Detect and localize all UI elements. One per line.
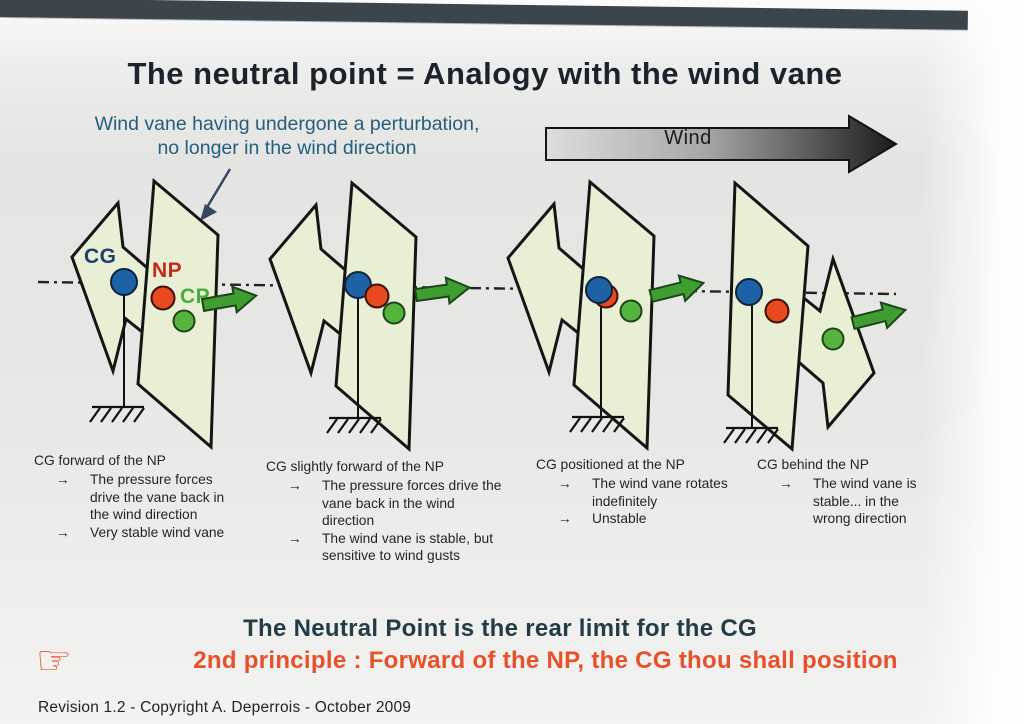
- panel-bullet: → The pressure forces drive the vane bac…: [34, 471, 262, 523]
- panel-caption-1: CG forward of the NP → The pressure forc…: [34, 452, 262, 541]
- np-label: NP: [152, 259, 183, 282]
- bullet-arrow: →: [558, 476, 572, 492]
- bullet-arrow: →: [558, 511, 572, 527]
- subtitle-line1: Wind vane having undergone a perturbatio…: [94, 113, 480, 135]
- wind-vane-diagrams: [37, 168, 910, 451]
- wind-arrow-label: Wind: [664, 127, 712, 149]
- pointing-hand-icon: ☞: [36, 638, 72, 684]
- panel-caption-3: CG positioned at the NP → The wind vane …: [536, 456, 751, 528]
- page-title: The neutral point = Analogy with the win…: [127, 56, 843, 91]
- bullet-text: The wind vane is stable, but sensitive t…: [322, 530, 494, 563]
- panel-bullet: → Very stable wind vane: [34, 524, 262, 541]
- pressure-force-arrow: [413, 273, 473, 309]
- panel-heading: CG positioned at the NP: [536, 457, 685, 472]
- bullet-text: Unstable: [592, 511, 647, 527]
- footer-credit: Revision 1.2 - Copyright A. Deperrois - …: [38, 699, 412, 716]
- wind-arrow-shape: [545, 114, 898, 174]
- cp-label: CP: [180, 285, 211, 308]
- cg-label: CG: [84, 245, 117, 268]
- bullet-text: The pressure forces drive the vane back …: [322, 478, 502, 529]
- slide-subtitle: Wind vane having undergone a perturbatio…: [82, 112, 492, 160]
- bullet-text: The pressure forces drive the vane back …: [90, 472, 225, 523]
- np-dot: [764, 298, 790, 324]
- ground-symbol: [325, 416, 383, 435]
- panel-bullet: → The wind vane is stable, but sensitive…: [266, 530, 518, 565]
- panel-heading: CG behind the NP: [757, 457, 869, 472]
- cg-dot: [344, 271, 372, 299]
- panel-caption-2: CG slightly forward of the NP → The pres…: [266, 458, 518, 564]
- cg-dot: [735, 278, 763, 306]
- panel-caption-4: CG behind the NP → The wind vane is stab…: [757, 456, 957, 528]
- bullet-arrow: →: [56, 524, 70, 540]
- bullet-text: The wind vane is stable... in the wrong …: [813, 476, 917, 527]
- panel-heading: CG slightly forward of the NP: [266, 459, 444, 474]
- cp-dot: [821, 327, 845, 351]
- bullet-text: The wind vane rotates indefinitely: [592, 476, 728, 509]
- bullet-arrow: →: [779, 476, 793, 492]
- bullet-arrow: →: [288, 478, 302, 494]
- conclusion-line: The Neutral Point is the rear limit for …: [243, 615, 757, 642]
- cg-dot: [110, 268, 138, 296]
- panel-heading: CG forward of the NP: [34, 453, 166, 468]
- np-dot: [364, 283, 390, 309]
- principle-line: ☞ 2nd principle : Forward of the NP, the…: [28, 641, 963, 681]
- np-dot: [150, 285, 176, 311]
- bullet-arrow: →: [56, 472, 70, 488]
- perturbation-pointer-arrow: [200, 168, 232, 221]
- cp-dot: [619, 299, 643, 323]
- pressure-force-arrow: [646, 269, 708, 310]
- ground-symbol: [88, 405, 146, 424]
- panel-bullet: → Unstable: [536, 510, 751, 527]
- bullet-text: Very stable wind vane: [90, 524, 225, 540]
- bullet-arrow: →: [288, 530, 302, 546]
- wind-arrow: [545, 114, 898, 174]
- cp-dot: [172, 309, 196, 333]
- cp-dot: [382, 301, 406, 325]
- panel-bullet: → The pressure forces drive the vane bac…: [266, 477, 518, 529]
- subtitle-line2: no longer in the wind direction: [157, 137, 417, 160]
- cg-dot: [585, 276, 613, 304]
- wind-vane-4: [726, 181, 876, 451]
- panel-bullet: → The wind vane is stable... in the wron…: [757, 475, 957, 527]
- principle-text: 2nd principle : Forward of the NP, the C…: [193, 647, 898, 674]
- panel-bullet: → The wind vane rotates indefinitely: [536, 475, 751, 510]
